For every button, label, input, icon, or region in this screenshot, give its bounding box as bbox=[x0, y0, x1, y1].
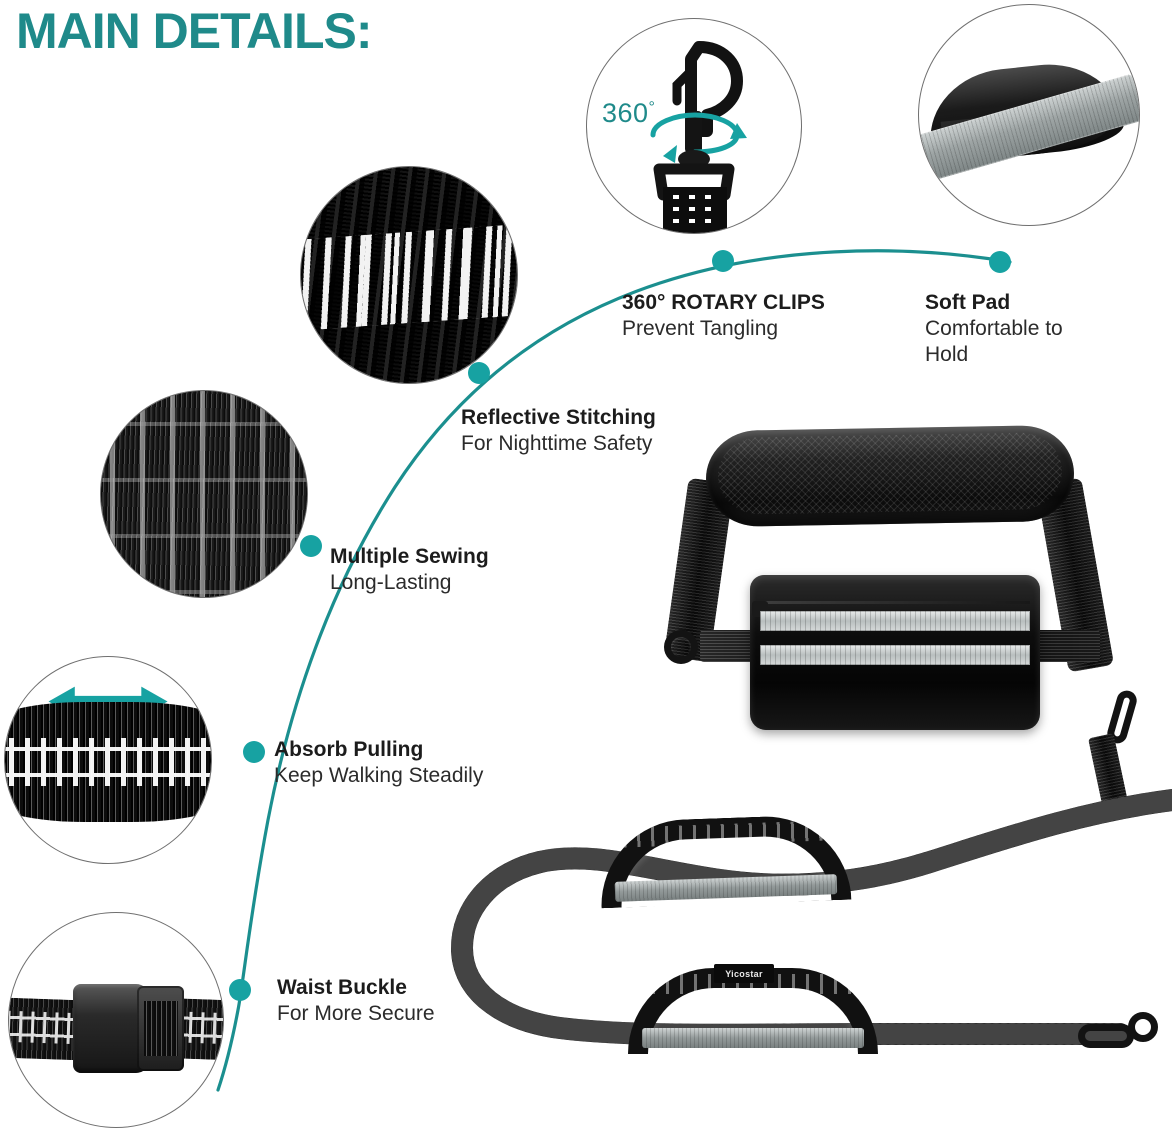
leash-end-ring bbox=[1128, 1012, 1158, 1042]
feature-subtitle: Keep Walking Steadily bbox=[274, 763, 484, 787]
pouch-reflective-stripe-top bbox=[760, 611, 1030, 631]
buckle-female-body bbox=[137, 985, 185, 1072]
detail-photo-multiple-sewing bbox=[100, 390, 308, 598]
pouch-reflective-stripe-bottom bbox=[760, 645, 1030, 665]
leash-handle-lower: Yicostar bbox=[628, 964, 878, 1054]
feature-rotary-clips: 360° ROTARY CLIPS Prevent Tangling bbox=[622, 290, 825, 342]
feature-subtitle: For More Secure bbox=[277, 1001, 435, 1025]
feature-title: Waist Buckle bbox=[277, 976, 407, 999]
buckle-male-body bbox=[73, 983, 151, 1074]
reflective-weave-texture bbox=[301, 167, 517, 383]
feature-title: Reflective Stitching bbox=[461, 406, 656, 429]
detail-photo-waist-buckle bbox=[8, 912, 224, 1128]
badge-360-label: 360° bbox=[601, 98, 656, 129]
detail-photo-reflective-stitching bbox=[300, 166, 518, 384]
feature-soft-pad: Soft Pad Comfortable to Hold bbox=[925, 290, 1075, 369]
feature-waist-buckle: Waist Buckle For More Secure bbox=[277, 975, 435, 1027]
feature-reflective-stitching: Reflective Stitching For Nighttime Safet… bbox=[461, 405, 656, 457]
feature-subtitle: Prevent Tangling bbox=[622, 316, 779, 340]
feature-title: Absorb Pulling bbox=[274, 738, 424, 761]
swivel-clip-icon bbox=[650, 41, 747, 233]
feature-title: 360° ROTARY CLIPS bbox=[622, 291, 825, 314]
leash-handle-upper bbox=[598, 813, 852, 909]
feature-title: Soft Pad bbox=[925, 291, 1011, 314]
buckle-artwork bbox=[9, 913, 223, 1127]
feature-subtitle: For Nighttime Safety bbox=[461, 431, 653, 455]
feature-multiple-sewing: Multiple Sewing Long-Lasting bbox=[330, 544, 489, 596]
feature-subtitle: Comfortable to Hold bbox=[925, 316, 1063, 367]
d-ring bbox=[664, 630, 698, 664]
leash-snap-hook bbox=[1078, 1024, 1134, 1048]
waist-pouch bbox=[750, 575, 1040, 730]
rotary-clip-artwork: 360° bbox=[587, 19, 801, 233]
feature-absorb-pulling: Absorb Pulling Keep Walking Steadily bbox=[274, 737, 483, 789]
page-title: MAIN DETAILS: bbox=[16, 3, 372, 59]
bungee-webbing-artwork bbox=[5, 657, 211, 863]
handle-grey-reflective-strap bbox=[642, 1028, 864, 1048]
brand-label: Yicostar bbox=[714, 964, 774, 983]
stitched-fabric-texture bbox=[101, 391, 307, 597]
detail-photo-rotary-clip: 360° bbox=[586, 18, 802, 234]
pouch-zipper-line bbox=[760, 601, 1030, 604]
detail-photo-bungee-webbing bbox=[4, 656, 212, 864]
detail-photo-soft-pad bbox=[918, 4, 1140, 226]
feature-title: Multiple Sewing bbox=[330, 545, 489, 568]
feature-subtitle: Long-Lasting bbox=[330, 570, 452, 594]
